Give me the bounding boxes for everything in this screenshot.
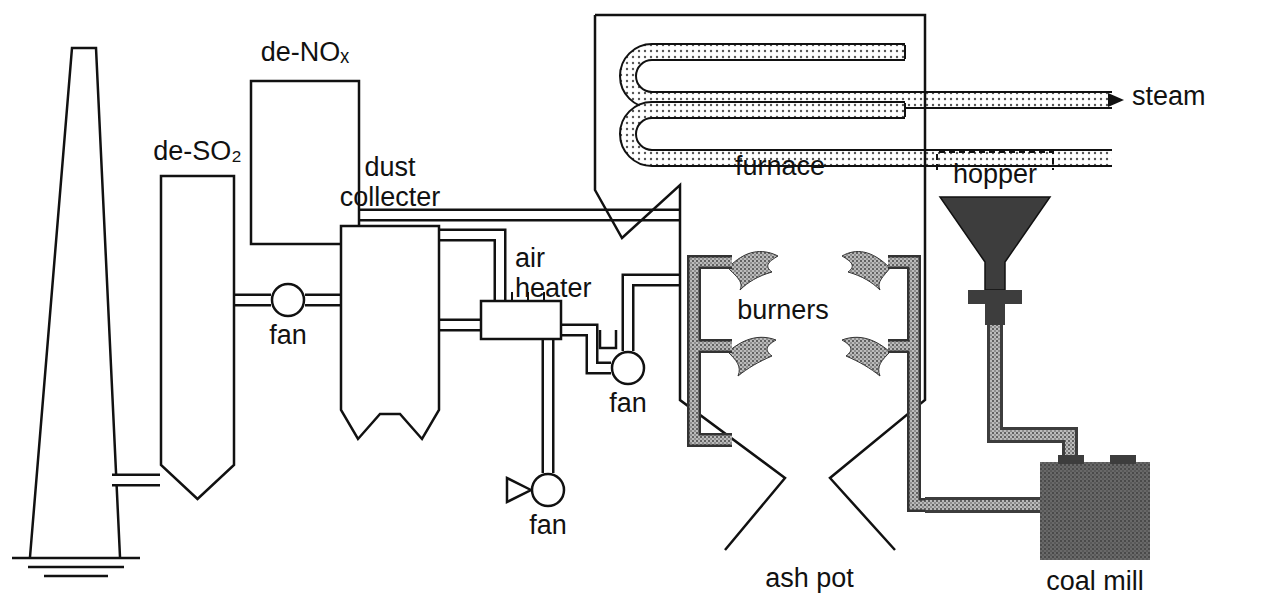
fan-text-holder: fan [521, 511, 575, 541]
fan-shape [531, 473, 565, 507]
ash-pot-label-holder: ash pot [752, 564, 867, 594]
duct-stroke [562, 330, 611, 368]
air-heater-text-holder: air heater [515, 244, 605, 303]
coal-mill-text-holder: coal mill [1025, 567, 1165, 597]
fan: fan [271, 283, 305, 317]
flue-duct [110, 480, 162, 481]
fan-shape [271, 283, 305, 317]
duct-stroke [995, 325, 1070, 455]
duct-stroke [235, 294, 271, 307]
duct-stroke [440, 319, 480, 332]
steam-label-holder: steam [1132, 82, 1242, 112]
coal-hopper-text: hopper [935, 160, 1055, 190]
de-nox-unit-shape [250, 80, 360, 245]
burner-flames [728, 252, 890, 376]
coal-mill: coal mill [1040, 455, 1150, 560]
fan-text-holder: fan [601, 389, 655, 419]
fan: fan [611, 351, 645, 385]
duct-stroke [305, 296, 340, 304]
duct-stroke [628, 280, 680, 351]
fan-shape [611, 351, 645, 385]
coal-hopper-text-holder: hopper [935, 160, 1055, 190]
gas-duct [440, 325, 480, 326]
duct-stroke [542, 340, 555, 473]
dust-collector: dust collecter [340, 225, 440, 440]
de-so2-unit-text: de-SO₂ [135, 137, 260, 167]
furnace-text: furnace [720, 152, 840, 182]
air-heater-shape [480, 300, 562, 340]
gas-duct [235, 300, 271, 301]
gas-duct [305, 300, 340, 301]
gas-duct [562, 330, 611, 368]
air-heater-text: air heater [515, 244, 605, 303]
furnace-text-holder: furnace [720, 152, 840, 182]
duct-stroke [544, 340, 552, 473]
fan: fan [531, 473, 565, 507]
furnace-shape [595, 15, 925, 560]
furnace: furnace [680, 15, 925, 560]
gas-duct [548, 340, 549, 473]
burners-label: burners [728, 296, 838, 326]
steam-label: steam [1132, 82, 1242, 112]
coal-pipe [995, 325, 1070, 455]
dust-collector-text: dust collecter [320, 153, 460, 212]
coal-pipe [925, 505, 1040, 506]
de-so2-unit-text-holder: de-SO₂ [135, 137, 260, 167]
dust-collector-shape [340, 225, 440, 440]
duct-stroke [235, 296, 271, 304]
duct-stroke [440, 321, 480, 329]
fan-inlet [507, 478, 531, 502]
coal-hopper: hopper [935, 150, 1055, 325]
steam-arrow [1108, 93, 1124, 107]
coal-mill-shape [1040, 455, 1150, 560]
dust-collector-text-holder: dust collecter [320, 153, 460, 212]
ash-pot-label: ash pot [752, 564, 867, 594]
de-nox-unit-text-holder: de-NOₓ [230, 38, 380, 68]
fan-text: fan [601, 389, 655, 419]
burners-label-holder: burners [728, 296, 838, 326]
duct-stroke [305, 294, 340, 307]
damper [600, 330, 616, 348]
coal-mill-text: coal mill [1025, 567, 1165, 597]
duct-stroke [628, 280, 680, 351]
fan-text-holder: fan [261, 321, 315, 351]
fan-text: fan [261, 321, 315, 351]
de-nox-unit-text: de-NOₓ [230, 38, 380, 68]
gas-duct [628, 280, 680, 351]
gas-duct [360, 215, 680, 216]
air-heater: air heater [480, 300, 562, 340]
de-so2-unit: de-SO₂ [160, 175, 235, 500]
de-so2-unit-shape [160, 175, 235, 500]
de-nox-unit: de-NOₓ [250, 80, 360, 245]
fan-text: fan [521, 511, 575, 541]
duct-stroke [925, 497, 1040, 513]
duct-stroke [360, 211, 680, 219]
duct-stroke [925, 500, 1040, 510]
stack [12, 48, 140, 576]
duct-stroke [995, 325, 1070, 455]
steam-tubes [628, 45, 1112, 158]
duct-stroke [562, 330, 611, 368]
